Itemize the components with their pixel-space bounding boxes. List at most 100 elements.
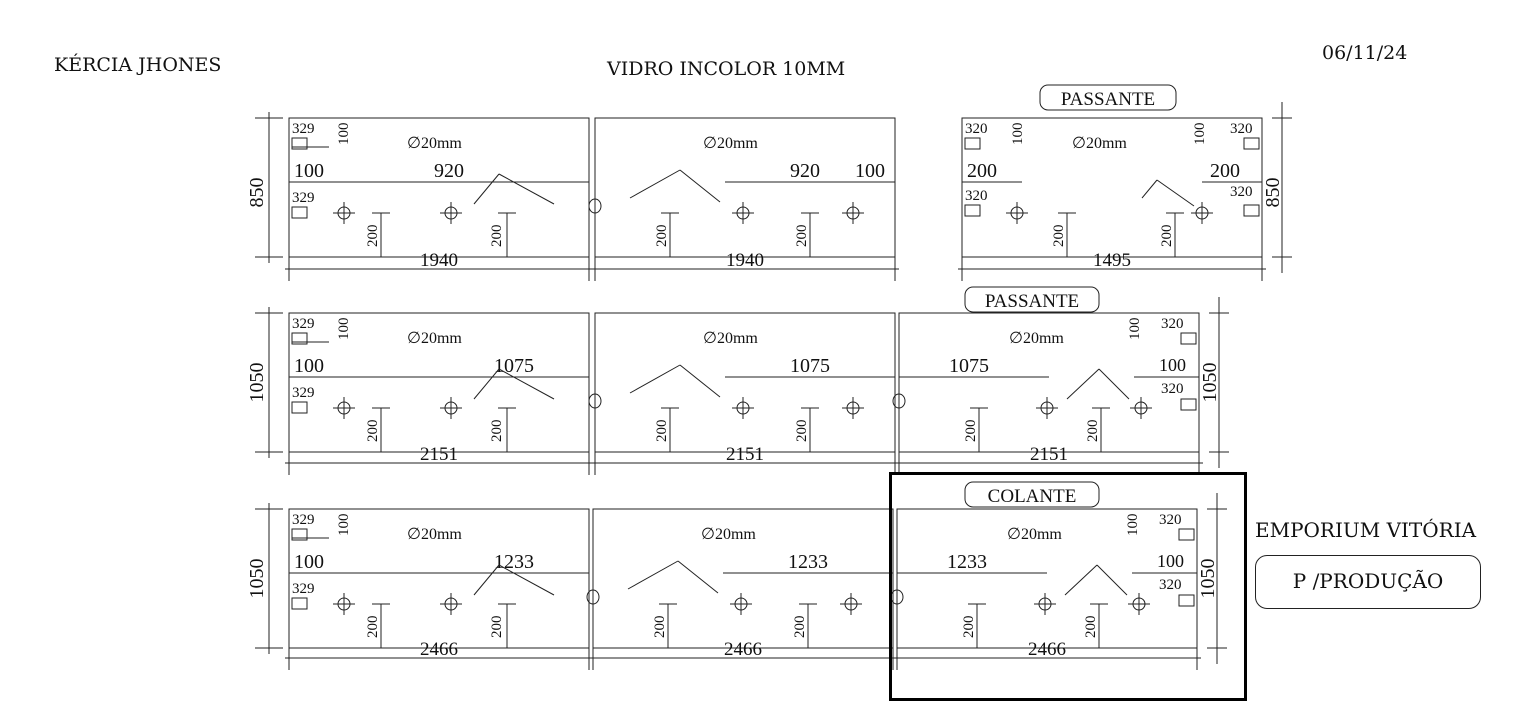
production-stamp-label: P /PRODUÇÃO [1292, 569, 1444, 593]
gap-dimension-label: 200 [1159, 225, 1175, 248]
span-dimension-label: 1075 [949, 355, 989, 377]
selection-highlight [889, 472, 1247, 701]
hinge-width-label: 320 [1159, 512, 1182, 528]
span-dimension-label: 1075 [494, 355, 534, 377]
order-date: 06/11/24 [1322, 42, 1408, 64]
width-dimension-label: 1940 [726, 250, 764, 271]
glass-panel [594, 312, 896, 453]
gap-dimension-label: 200 [963, 420, 979, 443]
height-dimension-label: 1050 [246, 559, 268, 599]
rotation-mark [629, 364, 681, 394]
gap-dimension-label: 200 [794, 225, 810, 248]
hole-diameter-label: ∅20mm [1007, 526, 1062, 543]
hole-diameter-label: ∅20mm [703, 330, 758, 347]
hinge-cutout-icon [291, 597, 308, 610]
joint-connector-icon [586, 589, 600, 605]
gap-dimension-label: 200 [1083, 616, 1099, 639]
gap-dimension-label: 200 [652, 616, 668, 639]
glass-panel [288, 508, 590, 649]
hinge-width-label: 320 [1161, 316, 1184, 332]
panel-tag [964, 481, 1100, 508]
glass-panel [961, 117, 1263, 258]
edge-distance-label: 200 [967, 160, 997, 182]
hole-diameter-label: ∅20mm [407, 526, 462, 543]
rotation-mark [498, 368, 555, 400]
hinge-width-label: 320 [1230, 121, 1253, 137]
glass-panel [592, 508, 894, 649]
joint-connector-icon [588, 393, 602, 409]
gap-dimension-label: 200 [654, 225, 670, 248]
hinge-width-label: 320 [965, 121, 988, 137]
glass-panel [288, 312, 590, 453]
rotation-mark [627, 560, 679, 590]
client-name: KÉRCIA JHONES [54, 54, 222, 76]
rotation-mark [473, 564, 500, 596]
rotation-mark [498, 564, 555, 596]
gap-dimension-label: 200 [489, 616, 505, 639]
hinge-cutout-icon [291, 401, 308, 414]
hinge-cutout-icon [1178, 594, 1195, 607]
hinge-cutout-icon [291, 137, 308, 150]
edge-distance-label: 100 [855, 160, 885, 182]
width-dimension-label: 2466 [724, 639, 762, 660]
width-dimension-label: 1940 [420, 250, 458, 271]
supplier-name: EMPORIUM VITÓRIA [1255, 518, 1477, 542]
hinge-width-label: 329 [292, 512, 315, 528]
gap-dimension-label: 200 [1051, 225, 1067, 248]
material-title: VIDRO INCOLOR 10MM [607, 58, 846, 80]
edge-distance-label: 100 [294, 160, 324, 182]
hinge-width-label: 329 [292, 316, 315, 332]
edge-distance-label: 200 [1210, 160, 1240, 182]
hinge-width-label: 320 [1161, 381, 1184, 397]
hole-diameter-label: ∅20mm [407, 330, 462, 347]
hinge-width-label: 329 [292, 385, 315, 401]
hinge-width-label: 329 [292, 581, 315, 597]
hinge-cutout-icon [964, 204, 981, 217]
hole-diameter-label: ∅20mm [1009, 330, 1064, 347]
rotation-mark [473, 368, 500, 400]
hinge-height-label: 100 [1192, 123, 1208, 146]
span-dimension-label: 920 [434, 160, 464, 182]
width-dimension-label: 2151 [1030, 444, 1068, 465]
hinge-cutout-icon [291, 332, 308, 345]
hinge-height-label: 100 [336, 123, 352, 146]
hinge-height-label: 100 [1010, 123, 1026, 146]
hinge-cutout-icon [1243, 137, 1260, 150]
hinge-cutout-icon [1243, 204, 1260, 217]
span-dimension-label: 1233 [947, 551, 987, 573]
rotation-mark [1064, 564, 1098, 596]
hinge-cutout-icon [1180, 398, 1197, 411]
height-dimension-label: 850 [1262, 178, 1284, 208]
hinge-cutout-icon [291, 528, 308, 541]
hole-diameter-label: ∅20mm [701, 526, 756, 543]
rotation-mark [679, 169, 721, 203]
height-dimension-label: 1050 [246, 363, 268, 403]
rotation-mark [1096, 564, 1128, 596]
rotation-mark [677, 560, 719, 594]
gap-dimension-label: 200 [365, 225, 381, 248]
width-dimension-label: 2151 [726, 444, 764, 465]
glass-panel [898, 312, 1200, 453]
width-dimension-label: 2466 [420, 639, 458, 660]
hinge-width-label: 320 [1159, 577, 1182, 593]
rotation-mark [1098, 368, 1130, 400]
gap-dimension-label: 200 [365, 616, 381, 639]
edge-distance-label: 100 [294, 355, 324, 377]
panel-tag [964, 286, 1100, 313]
span-dimension-label: 1233 [788, 551, 828, 573]
joint-connector-icon [588, 198, 602, 214]
hinge-width-label: 320 [965, 188, 988, 204]
hinge-cutout-icon [1180, 332, 1197, 345]
hinge-width-label: 320 [1230, 184, 1253, 200]
glass-panel [594, 117, 896, 258]
gap-dimension-label: 200 [365, 420, 381, 443]
gap-dimension-label: 200 [961, 616, 977, 639]
span-dimension-label: 1233 [494, 551, 534, 573]
panel-tag-label: COLANTE [988, 486, 1077, 507]
width-dimension-label: 1495 [1093, 250, 1131, 271]
joint-connector-icon [890, 589, 904, 605]
height-dimension-label: 1050 [1199, 363, 1221, 403]
hinge-width-label: 329 [292, 121, 315, 137]
gap-dimension-label: 200 [792, 616, 808, 639]
